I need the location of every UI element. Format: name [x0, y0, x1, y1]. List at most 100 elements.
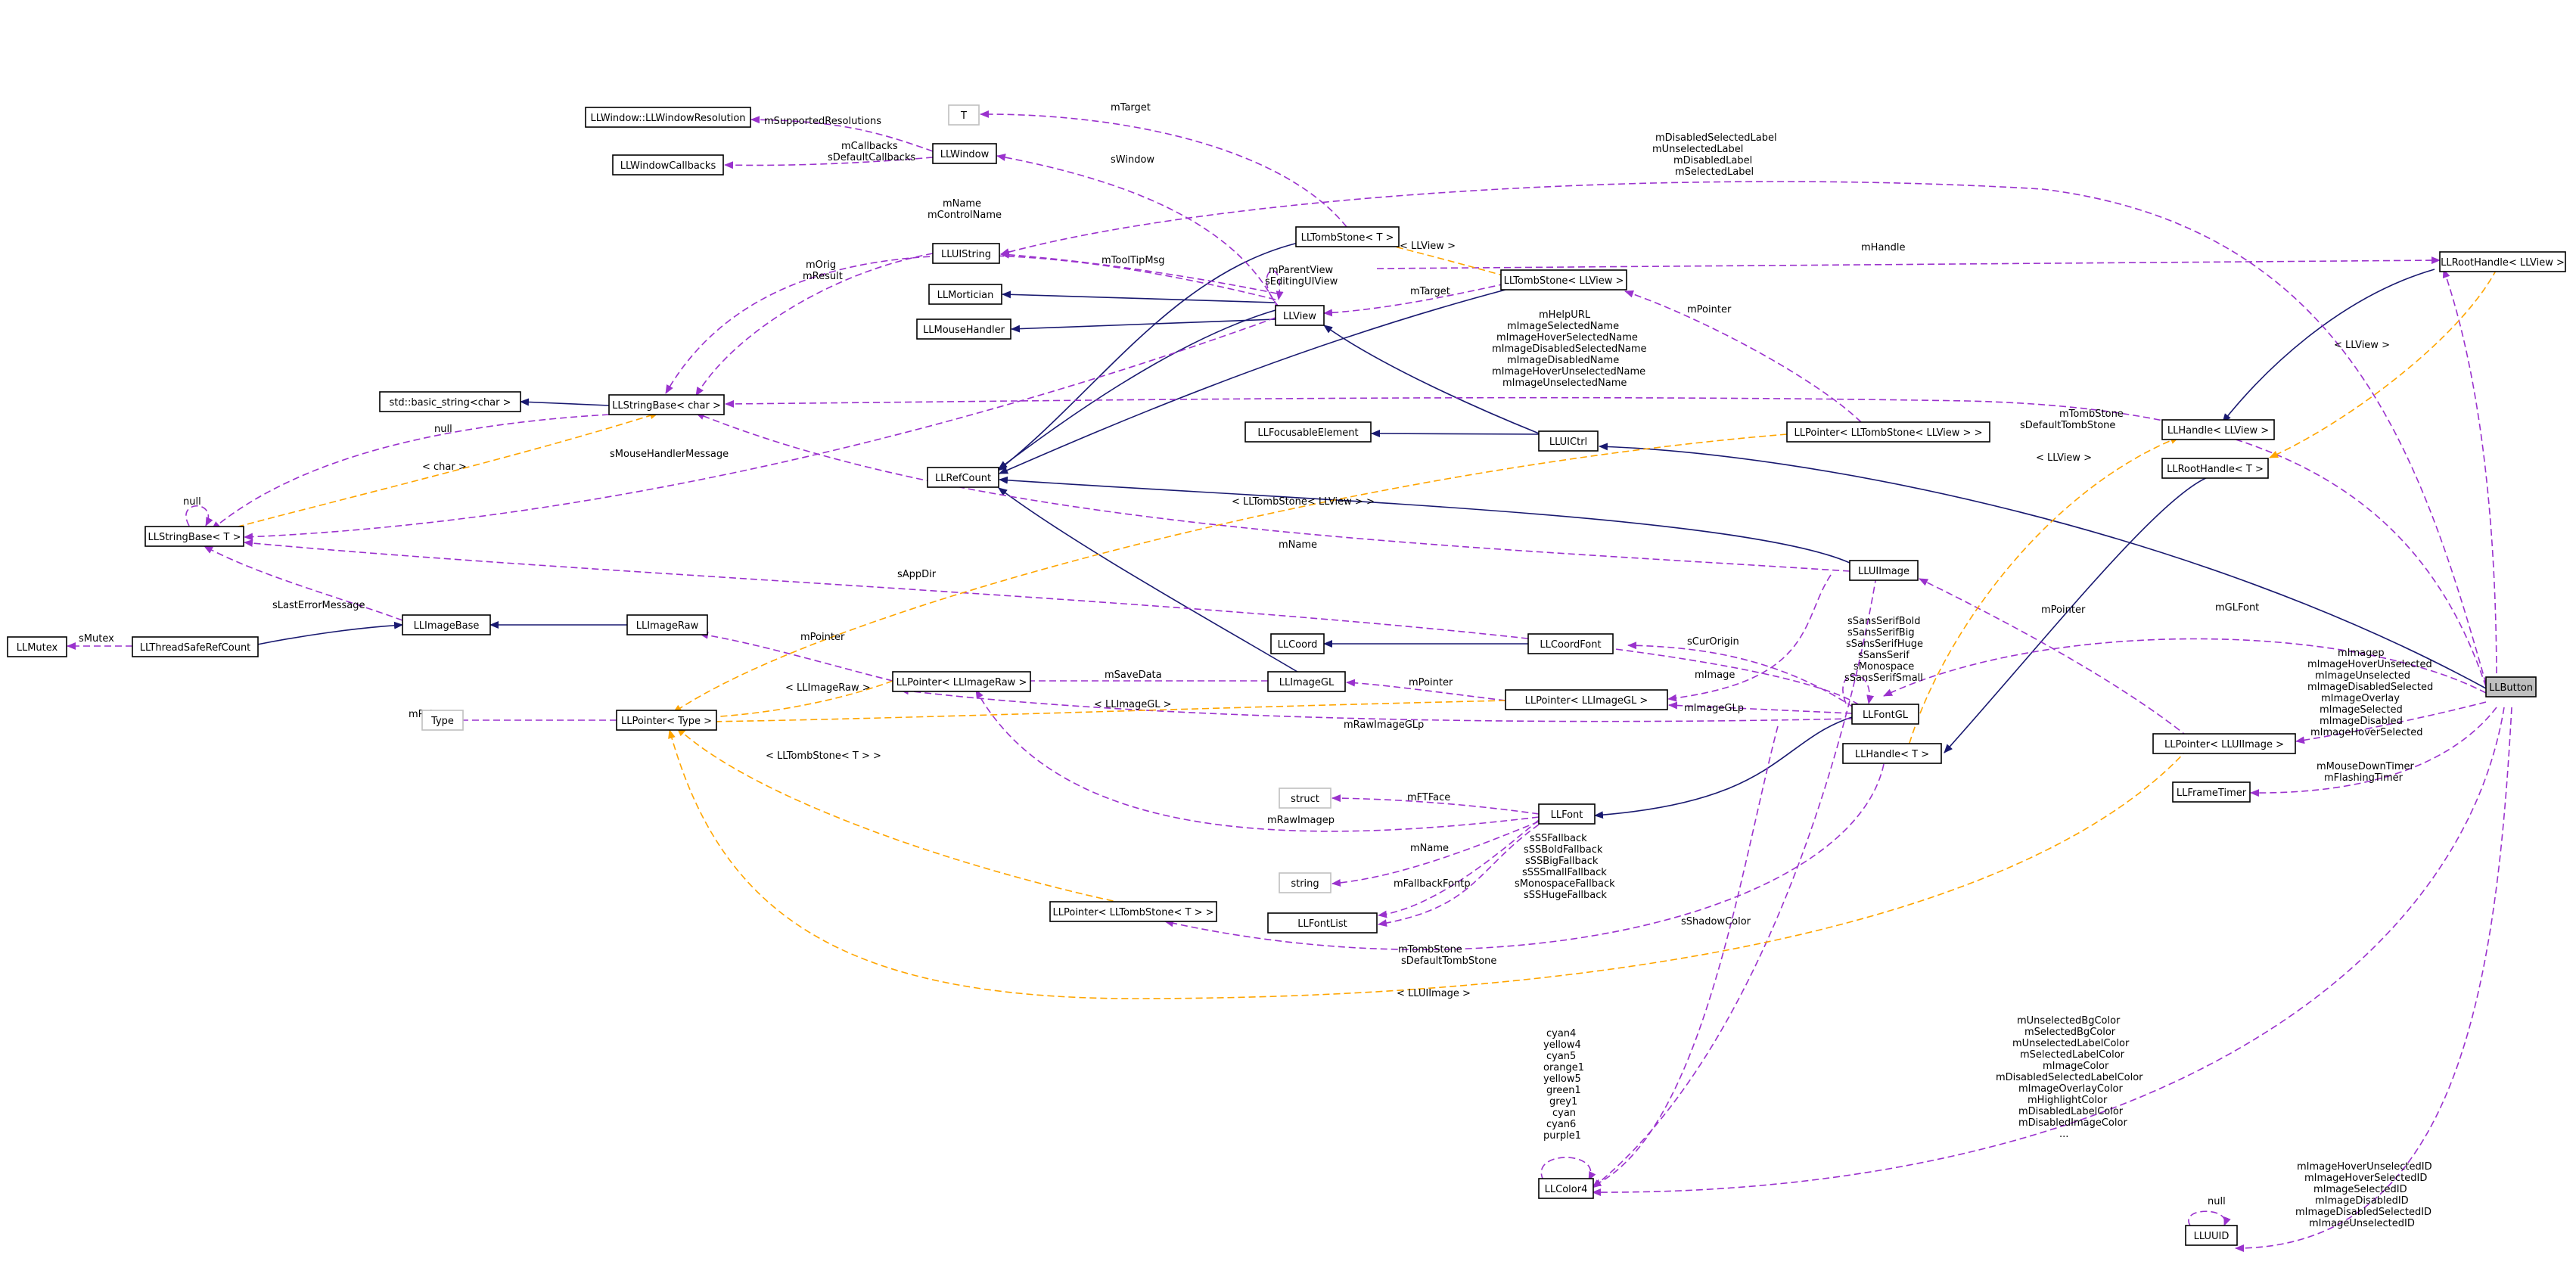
node-llmousehandler[interactable]: LLMouseHandler — [916, 318, 1011, 340]
node-label: LLWindowCallbacks — [620, 160, 716, 172]
edge-llbutton-llframetimer — [2250, 707, 2497, 797]
node-llframetimer[interactable]: LLFrameTimer — [2172, 781, 2251, 803]
label-mdisabledimagecolor: mDisabledImageColor — [2018, 1117, 2127, 1129]
node-llimagegl[interactable]: LLImageGL — [1267, 671, 1346, 692]
edge-llview-lluistring — [1000, 250, 1278, 294]
node-label: LLHandle< LLView > — [2167, 425, 2269, 437]
edge-lluiimage-pointerimagegl — [1667, 574, 1832, 702]
label-mimagehoverunselected: mImageHoverUnselected — [2307, 659, 2432, 670]
label-orange1: orange1 — [1543, 1062, 1584, 1073]
label-mimagedisabledid: mImageDisabledID — [2315, 1195, 2409, 1207]
label-mtooltipmsg: mToolTipMsg — [1102, 255, 1165, 266]
node-llroothandle-llview[interactable]: LLRootHandle< LLView > — [2439, 251, 2566, 272]
label-mname-2: mName — [1279, 539, 1317, 551]
edge-threadsafe-llimagebase — [256, 621, 403, 645]
node-label: LLPointer< LLImageGL > — [1525, 695, 1648, 707]
node-llpointer-lltombstone-llview[interactable]: LLPointer< LLTombStone< LLView > > — [1786, 421, 1990, 443]
label-munselectedlabelcolor: mUnselectedLabelColor — [2012, 1038, 2130, 1049]
label-mcallbacks: mCallbacks — [841, 141, 898, 152]
node-llpointer-type[interactable]: LLPointer< Type > — [616, 710, 717, 731]
node-type[interactable]: Type — [421, 710, 464, 731]
label-green1: green1 — [1546, 1085, 1581, 1096]
label-mimagehoverselected: mImageHoverSelected — [2310, 727, 2423, 738]
node-llfocusableelement[interactable]: LLFocusableElement — [1244, 421, 1372, 443]
edge-llbutton-pointeruiimage — [2295, 701, 2487, 744]
node-lluuid[interactable]: LLUUID — [2185, 1225, 2238, 1246]
edge-tombstonet-t — [980, 110, 1347, 228]
node-label: string — [1291, 878, 1319, 890]
node-llfontlist[interactable]: LLFontList — [1267, 912, 1378, 934]
node-t[interactable]: T — [948, 104, 980, 126]
node-llmutex[interactable]: LLMutex — [7, 636, 67, 657]
node-string[interactable]: string — [1279, 872, 1332, 893]
node-llcolor4[interactable]: LLColor4 — [1538, 1178, 1594, 1199]
label-mimageselectedname: mImageSelectedName — [1507, 321, 1619, 332]
node-lluistring[interactable]: LLUIString — [932, 243, 1000, 264]
node-struct[interactable]: struct — [1279, 788, 1332, 809]
node-label: LLCoord — [1278, 639, 1318, 651]
node-llthreadsaferefcount[interactable]: LLThreadSafeRefCount — [132, 636, 259, 657]
edge-llbutton-llcolor4 — [1592, 707, 2505, 1197]
label-mimagedisabledname: mImageDisabledName — [1507, 355, 1619, 366]
node-label: LLMortician — [937, 290, 994, 301]
label-ssshugefallback: sSSHugeFallback — [1524, 890, 1607, 901]
node-llpointer-lltombstone-t[interactable]: LLPointer< LLTombStone< T > > — [1049, 901, 1217, 922]
edge-llhandlet-pointertombt — [1164, 763, 1885, 950]
edge-pointertype-pointeruiimage — [668, 729, 2189, 999]
node-llrefcount[interactable]: LLRefCount — [927, 467, 999, 488]
node-llcoordfont[interactable]: LLCoordFont — [1527, 633, 1614, 654]
edge-lluiimage-llrefcount — [999, 476, 1850, 564]
label-mpointer-4: mPointer — [1409, 677, 1453, 688]
node-llwindowresolution[interactable]: LLWindow::LLWindowResolution — [585, 107, 751, 128]
edge-llimagegl-llrefcount — [998, 487, 1302, 675]
node-llpointer-llimagegl[interactable]: LLPointer< LLImageGL > — [1505, 689, 1668, 710]
edge-llwindow-resolution — [750, 116, 934, 152]
label-mcontrolname: mControlName — [928, 210, 1002, 221]
edge-pointertype-pointerimagegl — [707, 700, 1506, 725]
label-mhighlightcolor: mHighlightColor — [2028, 1095, 2108, 1106]
node-lltombstone-t[interactable]: LLTombStone< T > — [1295, 226, 1400, 247]
node-lluictrl[interactable]: LLUICtrl — [1538, 430, 1599, 452]
label-mfallbackfontp: mFallbackFontp — [1394, 878, 1471, 890]
node-llfont[interactable]: LLFont — [1538, 803, 1596, 825]
node-llfontgl[interactable]: LLFontGL — [1851, 704, 1919, 725]
edge-lluistring-llstringbase — [695, 253, 934, 396]
node-llimageraw[interactable]: LLImageRaw — [626, 614, 708, 635]
edge-llfont-llfontlist — [1378, 824, 1540, 927]
label-mdisabledlabel: mDisabledLabel — [1673, 155, 1752, 166]
label-null-3: null — [2208, 1196, 2226, 1207]
node-llwindowcallbacks[interactable]: LLWindowCallbacks — [612, 154, 724, 176]
node-llstringbase-t[interactable]: LLStringBase< T > — [144, 526, 244, 547]
label-smousehandlermessage: sMouseHandlerMessage — [610, 449, 729, 460]
node-llpointer-llimageraw[interactable]: LLPointer< LLImageRaw > — [892, 671, 1031, 692]
node-label: LLFontGL — [1863, 710, 1909, 721]
node-label: LLPointer< LLImageRaw > — [896, 677, 1027, 688]
node-llbutton[interactable]: LLButton — [2485, 676, 2537, 697]
node-lltombstone-llview[interactable]: LLTombStone< LLView > — [1500, 269, 1627, 290]
node-llimagebase[interactable]: LLImageBase — [402, 614, 491, 635]
label-ssansserifbig: sSansSerifBig — [1847, 627, 1915, 638]
edge-llfont-string — [1332, 821, 1540, 887]
node-llwindow[interactable]: LLWindow — [932, 143, 997, 164]
node-label: struct — [1291, 794, 1319, 805]
node-label: LLButton — [2489, 682, 2533, 694]
node-llhandle-t[interactable]: LLHandle< T > — [1842, 743, 1942, 764]
node-llstringbase-char[interactable]: LLStringBase< char > — [608, 394, 725, 415]
node-llmortician[interactable]: LLMortician — [928, 284, 1002, 305]
node-llcoord[interactable]: LLCoord — [1270, 633, 1325, 654]
edge-tombstoneview-llrefcount — [999, 289, 1506, 474]
label-char: < char > — [422, 461, 467, 473]
label-mglfont: mGLFont — [2215, 602, 2259, 614]
node-llhandle-llview[interactable]: LLHandle< LLView > — [2161, 419, 2275, 440]
edge-llfontgl-llcolor4 — [1592, 725, 1779, 1187]
label-lltombstone-t: < LLTombStone< T > > — [766, 750, 881, 762]
node-std-basic-string[interactable]: std::basic_string<char > — [379, 391, 521, 412]
node-llview[interactable]: LLView — [1275, 305, 1325, 326]
node-llroothandle-t[interactable]: LLRootHandle< T > — [2161, 458, 2269, 479]
node-lluiimage[interactable]: LLUIImage — [1849, 560, 1919, 581]
node-label: Type — [430, 716, 454, 727]
label-msavedata: mSaveData — [1105, 670, 1162, 681]
edge-pointertype-pointertombview — [673, 433, 1788, 713]
node-llpointer-lluiimage[interactable]: LLPointer< LLUIImage > — [2152, 733, 2296, 754]
label-seditinguiview: sEditingUIView — [1265, 276, 1338, 287]
